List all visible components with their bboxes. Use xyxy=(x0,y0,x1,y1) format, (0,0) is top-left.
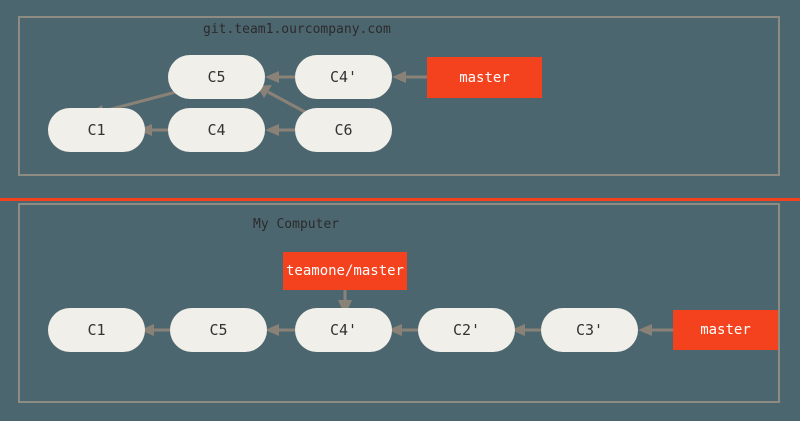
panel-divider-rule xyxy=(0,198,800,201)
commit-node[interactable]: C2' xyxy=(418,308,515,352)
commit-node[interactable]: C1 xyxy=(48,108,145,152)
commit-node[interactable]: C5 xyxy=(168,55,265,99)
commit-node[interactable]: C5 xyxy=(170,308,267,352)
commit-node[interactable]: C4' xyxy=(295,308,392,352)
ref-label-master-remote[interactable]: master xyxy=(427,57,542,98)
commit-node[interactable]: C4 xyxy=(168,108,265,152)
panel-local-repo xyxy=(18,203,780,403)
commit-node[interactable]: C4' xyxy=(295,55,392,99)
ref-label-teamone-master[interactable]: teamone/master xyxy=(283,252,407,290)
commit-node[interactable]: C3' xyxy=(541,308,638,352)
ref-label-master-local[interactable]: master xyxy=(673,310,778,350)
panel-local-title: My Computer xyxy=(253,217,340,232)
panel-remote-repo xyxy=(18,16,780,176)
commit-node[interactable]: C6 xyxy=(295,108,392,152)
panel-remote-title: git.team1.ourcompany.com xyxy=(203,22,391,37)
commit-node[interactable]: C1 xyxy=(48,308,145,352)
